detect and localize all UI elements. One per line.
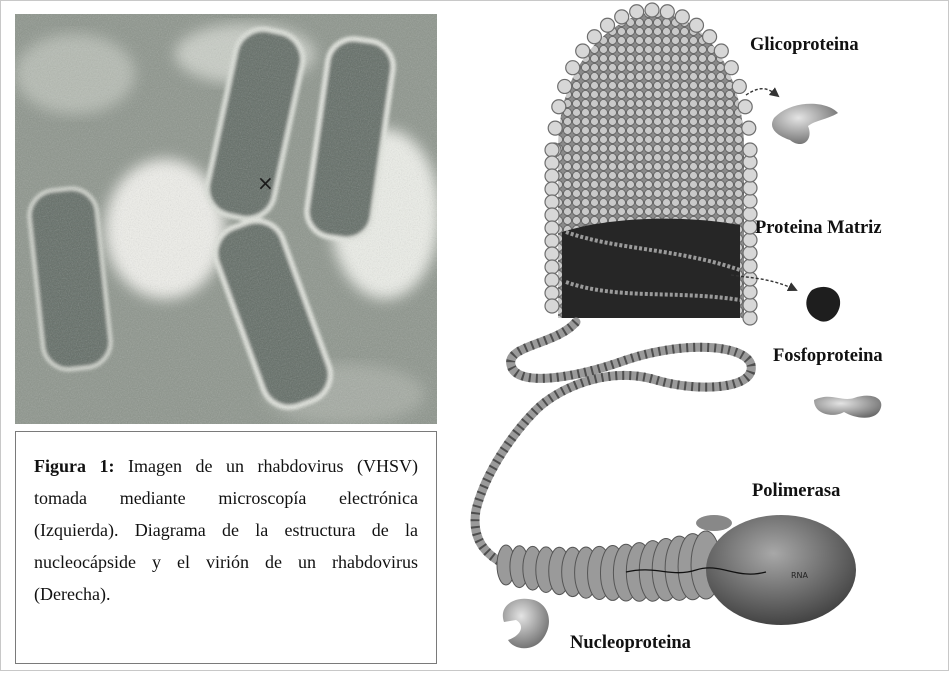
envelope-bead — [675, 10, 689, 24]
envelope-bead — [587, 30, 601, 44]
envelope-bead — [743, 194, 757, 208]
envelope-bead — [545, 208, 559, 222]
figure-caption: Figura 1: Imagen de un rhabdovirus (VHSV… — [34, 450, 418, 610]
envelope-bead — [545, 221, 559, 235]
envelope-bead — [743, 285, 757, 299]
envelope-bead — [615, 10, 629, 24]
matrix-protein-shape — [806, 287, 840, 322]
caption-label: Figura 1: — [34, 456, 115, 476]
figure-caption-box: Figura 1: Imagen de un rhabdovirus (VHSV… — [15, 431, 437, 664]
svg-text:×: × — [257, 171, 274, 195]
envelope-bead — [601, 18, 615, 32]
envelope-bead — [545, 273, 559, 287]
envelope-bead — [576, 44, 590, 58]
envelope-bead — [689, 18, 703, 32]
label-proteina-matriz: Proteina Matriz — [755, 218, 882, 239]
envelope-bead — [545, 260, 559, 274]
rhabdovirus-structure-diagram: RNA Glicoproteina Proteina Matriz Fosfop… — [446, 0, 949, 671]
envelope-bead — [743, 168, 757, 182]
label-fosfoproteina: Fosfoproteina — [773, 346, 883, 367]
polymerase-shape — [706, 515, 856, 625]
envelope-bead — [545, 247, 559, 261]
label-polimerasa: Polimerasa — [752, 481, 840, 502]
envelope-bead — [743, 272, 757, 286]
envelope-bead — [645, 3, 659, 17]
envelope-bead — [545, 182, 559, 196]
envelope-bead — [743, 259, 757, 273]
electron-micrograph-image: × — [15, 14, 437, 424]
envelope-bead — [558, 79, 572, 93]
envelope-bead — [545, 286, 559, 300]
envelope-bead — [724, 61, 738, 75]
glycoprotein-shape — [772, 104, 838, 144]
envelope-bead — [732, 79, 746, 93]
envelope-bead — [630, 5, 644, 19]
envelope-bead — [743, 246, 757, 260]
envelope-bead — [545, 195, 559, 209]
envelope-bead — [743, 181, 757, 195]
envelope-bead — [548, 121, 562, 135]
label-nucleoproteina: Nucleoproteina — [570, 633, 691, 654]
envelope-bead — [566, 61, 580, 75]
nucleoprotein-shape — [503, 599, 549, 649]
envelope-bead — [660, 5, 674, 19]
envelope-bead — [545, 169, 559, 183]
envelope-bead — [552, 100, 566, 114]
matrix-protein-layer — [562, 219, 740, 318]
caption-text: Imagen de un rhabdovirus (VHSV) tomada m… — [34, 456, 418, 604]
envelope-bead — [545, 299, 559, 313]
envelope-bead — [743, 143, 757, 157]
envelope-bead — [742, 121, 756, 135]
envelope-bead — [545, 143, 559, 157]
envelope-bead — [545, 156, 559, 170]
envelope-bead — [545, 234, 559, 248]
envelope-bead — [703, 30, 717, 44]
nucleocapsid-segments — [497, 531, 721, 601]
virion-diagram-svg: RNA — [446, 0, 949, 671]
envelope-bead — [714, 44, 728, 58]
label-glicoproteina: Glicoproteina — [750, 35, 859, 56]
phosphoprotein-shape — [814, 396, 881, 418]
envelope-bead — [738, 100, 752, 114]
rna-label: RNA — [791, 571, 809, 580]
envelope-bead — [743, 298, 757, 312]
envelope-bead — [743, 311, 757, 325]
